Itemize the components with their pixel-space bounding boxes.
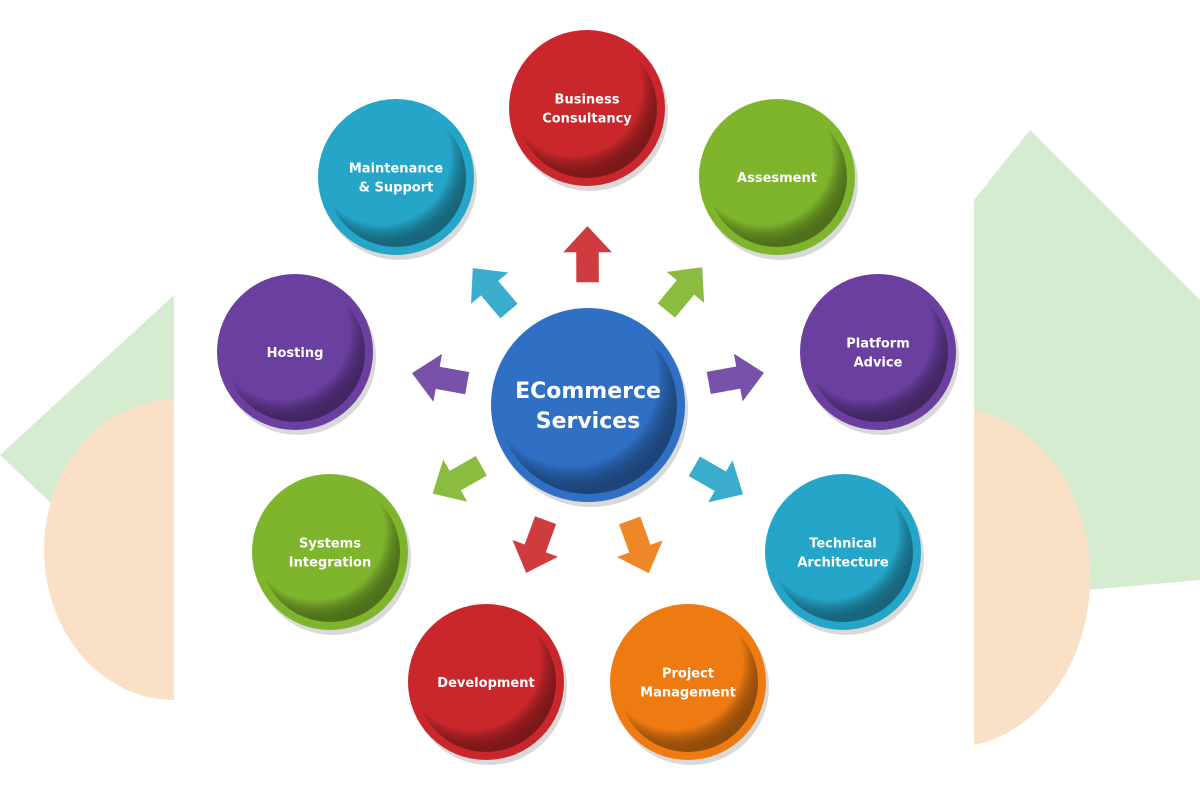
- arrow-icon: [613, 514, 666, 576]
- node-label: Services: [536, 409, 641, 434]
- node-label: Business: [555, 93, 620, 108]
- node-inner-circle: [773, 482, 913, 622]
- arrow-icon: [704, 350, 767, 406]
- node-label: ECommerce: [515, 379, 661, 404]
- node-label: Hosting: [267, 346, 324, 361]
- arrow-icon: [430, 453, 489, 504]
- node-inner-circle: [808, 282, 948, 422]
- node-label: Integration: [289, 556, 371, 571]
- service-node: Maintenance & Support: [318, 99, 477, 260]
- node-label: Maintenance: [349, 162, 443, 177]
- node-inner-circle: [416, 612, 556, 752]
- node-inner-circle: [618, 612, 758, 752]
- arrow-icon: [686, 454, 745, 505]
- node-label: Platform: [846, 337, 910, 352]
- arrow-icon: [509, 514, 562, 575]
- arrow-icon: [469, 266, 520, 321]
- node-inner-circle: [499, 316, 677, 494]
- service-node: Development: [408, 604, 567, 765]
- node-label: Consultancy: [542, 112, 632, 127]
- arrow-icon: [655, 265, 706, 320]
- node-label: & Support: [359, 181, 434, 196]
- node-label: Project: [662, 667, 714, 682]
- node-label: Systems: [299, 537, 361, 552]
- node-label: Architecture: [797, 556, 889, 571]
- node-inner-circle: [260, 482, 400, 622]
- node-label: Assesment: [737, 171, 817, 186]
- node-label: Management: [640, 686, 736, 701]
- node-label: Development: [437, 676, 534, 691]
- node-label: Technical: [809, 537, 877, 552]
- node-inner-circle: [225, 282, 365, 422]
- service-node: Assesment: [699, 99, 858, 260]
- coin-shape-right: [974, 410, 1091, 745]
- service-node: Hosting: [217, 274, 376, 435]
- node-inner-circle: [326, 107, 466, 247]
- coin-shape-left: [44, 400, 174, 700]
- node-label: Advice: [854, 356, 903, 371]
- node-inner-circle: [707, 107, 847, 247]
- node-inner-circle: [517, 38, 657, 178]
- arrow-icon: [559, 223, 616, 284]
- arrow-icon: [409, 350, 471, 406]
